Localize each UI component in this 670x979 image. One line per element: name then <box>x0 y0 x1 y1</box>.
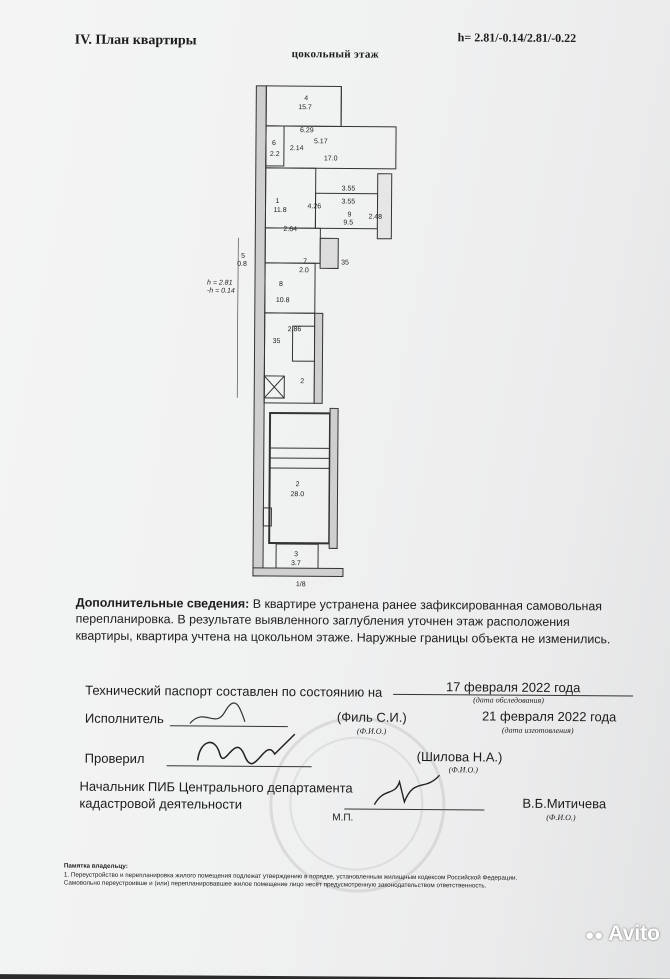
chief-label-2: кадастровой деятельности <box>79 796 242 812</box>
room-4-number: 4 <box>304 95 308 102</box>
svg-text:17.0: 17.0 <box>324 155 338 162</box>
room-2-area: 28.0 <box>290 491 304 498</box>
svg-text:6.29: 6.29 <box>300 127 314 134</box>
owner-memo: Памятка владельцу: 1. Переустройство и п… <box>64 863 624 892</box>
room-9-area: 9.5 <box>343 219 353 226</box>
svg-text:2.14: 2.14 <box>290 145 304 152</box>
additional-info-label: Дополнительные сведения: <box>76 596 250 611</box>
section-title: IV. План квартиры <box>75 33 197 50</box>
additional-info: Дополнительные сведения: В квартире устр… <box>75 595 615 648</box>
official-stamp-inner <box>289 736 424 871</box>
room-2-number: 2 <box>296 481 300 488</box>
room-3-area: 3.7 <box>291 560 301 567</box>
room-4-area: 15.7 <box>298 104 312 111</box>
svg-text:35: 35 <box>341 259 349 266</box>
svg-text:2: 2 <box>300 378 304 385</box>
floor-plan-drawing: 4 15.7 6.29 5.17 17.0 6 2.2 2.14 1 11.8 … <box>201 77 405 588</box>
svg-text:2.86: 2.86 <box>288 326 302 333</box>
production-date-caption: (дата изготовления) <box>502 726 574 736</box>
room-9-number: 9 <box>347 212 351 219</box>
production-date: 21 февраля 2022 года <box>482 708 616 724</box>
floor-label: цокольный этаж <box>292 48 379 61</box>
svg-text:1/8: 1/8 <box>296 581 306 588</box>
room-5-area: 0.8 <box>237 261 247 268</box>
avito-watermark: ●● Avito <box>585 922 660 946</box>
chief-name: В.Б.Митичева <box>522 796 606 812</box>
room-3-number: 3 <box>294 551 298 558</box>
checked-label: Проверил <box>85 751 145 766</box>
room-5-number: 5 <box>241 253 245 260</box>
svg-text:3.55: 3.55 <box>342 198 356 205</box>
room-1-number: 1 <box>276 198 280 205</box>
passport-label: Технический паспорт составлен по состоян… <box>85 683 382 700</box>
svg-text:5.17: 5.17 <box>314 138 328 145</box>
svg-text:35: 35 <box>273 338 281 345</box>
svg-text:2.48: 2.48 <box>368 214 382 221</box>
svg-text:3.55: 3.55 <box>342 185 356 192</box>
survey-date: 17 февраля 2022 года <box>393 679 633 697</box>
chief-caption: (Ф.И.О.) <box>546 813 575 822</box>
avito-logo-icon: ●● <box>585 927 603 944</box>
room-7-area: 2.0 <box>299 267 309 274</box>
height-note-2: -h = 0.14 <box>207 288 235 295</box>
room-6-number: 6 <box>272 140 276 147</box>
svg-text:2.64: 2.64 <box>283 226 297 233</box>
height-code: h= 2.81/-0.14/2.81/-0.22 <box>458 30 577 46</box>
svg-text:4.26: 4.26 <box>307 203 321 210</box>
room-1-area: 11.8 <box>273 207 286 214</box>
height-note: h = 2.81 <box>207 280 233 287</box>
room-7-number: 7 <box>303 258 307 265</box>
room-8-area: 10.8 <box>276 297 290 304</box>
room-6-area: 2.2 <box>270 151 280 158</box>
executor-label: Исполнитель <box>85 711 164 727</box>
room-8-number: 8 <box>279 281 283 288</box>
survey-date-caption: (дата обследования) <box>473 695 544 704</box>
